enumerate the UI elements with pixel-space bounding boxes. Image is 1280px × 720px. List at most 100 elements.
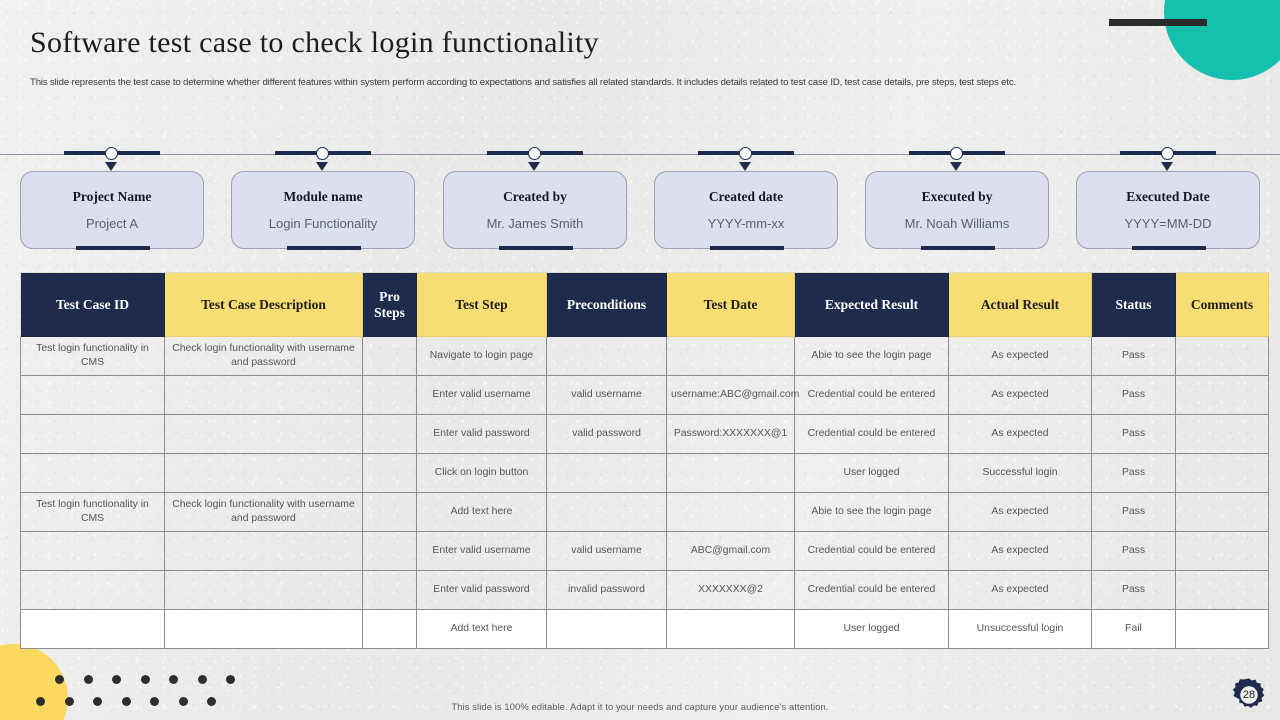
table-cell[interactable]: Abie to see the login page [794,492,949,532]
table-cell[interactable]: Fail [1091,609,1176,649]
table-cell[interactable] [546,453,667,493]
table-cell[interactable]: Credential could be entered [794,414,949,454]
table-cell[interactable]: Abie to see the login page [794,336,949,376]
table-cell[interactable]: As expected [948,336,1092,376]
table-cell[interactable] [164,375,363,415]
table-cell[interactable]: username:ABC@gmail.com [666,375,799,415]
table-cell[interactable]: User logged [794,609,949,649]
table-cell[interactable]: Test login functionality in CMS [20,336,165,376]
table-cell[interactable]: Pass [1091,492,1176,532]
info-card-value: YYYY=MM-DD [1124,216,1212,231]
table-cell[interactable]: valid username [546,531,667,571]
table-column-header[interactable]: Comments [1175,272,1269,337]
table-cell[interactable] [666,453,795,493]
table-cell[interactable] [362,453,417,493]
table-cell[interactable]: Navigate to login page [416,336,547,376]
table-column-header[interactable]: Test Date [666,272,795,337]
table-cell[interactable] [1175,609,1269,649]
table-cell[interactable] [164,453,363,493]
table-cell[interactable] [20,414,165,454]
table-cell[interactable] [20,531,165,571]
table-cell[interactable]: XXXXXXX@2 [666,570,795,610]
table-cell[interactable] [546,492,667,532]
table-cell[interactable]: Click on login button [416,453,547,493]
table-cell[interactable] [20,609,165,649]
dot [83,675,93,684]
table-cell[interactable] [20,570,165,610]
table-cell[interactable]: As expected [948,375,1092,415]
table-cell[interactable]: Enter valid password [416,414,547,454]
table-cell[interactable]: Test login functionality in CMS [20,492,165,532]
table-cell[interactable]: Pass [1091,336,1176,376]
table-cell[interactable] [1175,570,1269,610]
table-cell[interactable]: Check login functionality with username … [164,492,363,532]
table-cell[interactable] [1175,336,1269,376]
table-cell[interactable]: ABC@gmail.com [666,531,795,571]
table-cell[interactable] [666,336,795,376]
table-cell[interactable] [546,609,667,649]
table-cell[interactable]: Pass [1091,414,1176,454]
table-cell[interactable] [362,570,417,610]
table-cell[interactable]: valid username [546,375,667,415]
table-cell[interactable]: Successful login [948,453,1092,493]
table-cell[interactable]: Credential could be entered [794,531,949,571]
table-cell[interactable]: Check login functionality with username … [164,336,363,376]
table-cell[interactable] [1175,414,1269,454]
table-cell[interactable] [362,492,417,532]
table-cell[interactable]: As expected [948,570,1092,610]
table-cell[interactable]: Add text here [416,609,547,649]
table-cell[interactable] [666,492,795,532]
table-cell[interactable]: Enter valid password [416,570,547,610]
table-cell[interactable]: Unsuccessful login [948,609,1092,649]
table-cell[interactable] [164,609,363,649]
table-cell[interactable]: Enter valid username [416,375,547,415]
table-column-header[interactable]: Test Case Description [164,272,363,337]
table-cell[interactable]: Pass [1091,531,1176,571]
table-cell[interactable]: Password:XXXXXXX@1 [666,414,795,454]
timeline-node-icon [1161,147,1174,160]
table-cell[interactable]: Credential could be entered [794,570,949,610]
table-cell[interactable] [362,414,417,454]
table-cell[interactable] [362,609,417,649]
table-cell[interactable] [164,531,363,571]
table-column-header[interactable]: Test Step [416,272,547,337]
table-cell[interactable]: Credential could be entered [794,375,949,415]
table-cell[interactable] [164,414,363,454]
table-cell[interactable] [1175,453,1269,493]
table-cell[interactable]: Pass [1091,570,1176,610]
table-cell[interactable]: invalid password [546,570,667,610]
table-cell[interactable] [362,531,417,571]
table-cell[interactable] [362,375,417,415]
table-cell[interactable] [20,375,165,415]
table-cell[interactable] [1175,375,1269,415]
table-column-header[interactable]: Preconditions [546,272,667,337]
table-cell[interactable]: As expected [948,531,1092,571]
table-column-header[interactable]: Test Case ID [20,272,165,337]
table-cell[interactable]: Add text here [416,492,547,532]
table-cell[interactable]: As expected [948,414,1092,454]
table-cell[interactable] [362,336,417,376]
table-cell[interactable]: Enter valid username [416,531,547,571]
table-cell[interactable]: valid password [546,414,667,454]
table-column-header[interactable]: Status [1091,272,1176,337]
table-cell[interactable] [1175,531,1269,571]
table-cell[interactable] [546,336,667,376]
table-cell[interactable]: As expected [948,492,1092,532]
table-column-header[interactable]: Actual Result [948,272,1092,337]
table-cell[interactable]: Pass [1091,453,1176,493]
table-cell[interactable] [164,570,363,610]
table-cell[interactable] [1175,492,1269,532]
table-cell[interactable] [20,453,165,493]
table-cell[interactable] [666,609,795,649]
table-column-header[interactable]: Expected Result [794,272,949,337]
table-cell[interactable]: Pass [1091,375,1176,415]
table-cell[interactable]: User logged [794,453,949,493]
